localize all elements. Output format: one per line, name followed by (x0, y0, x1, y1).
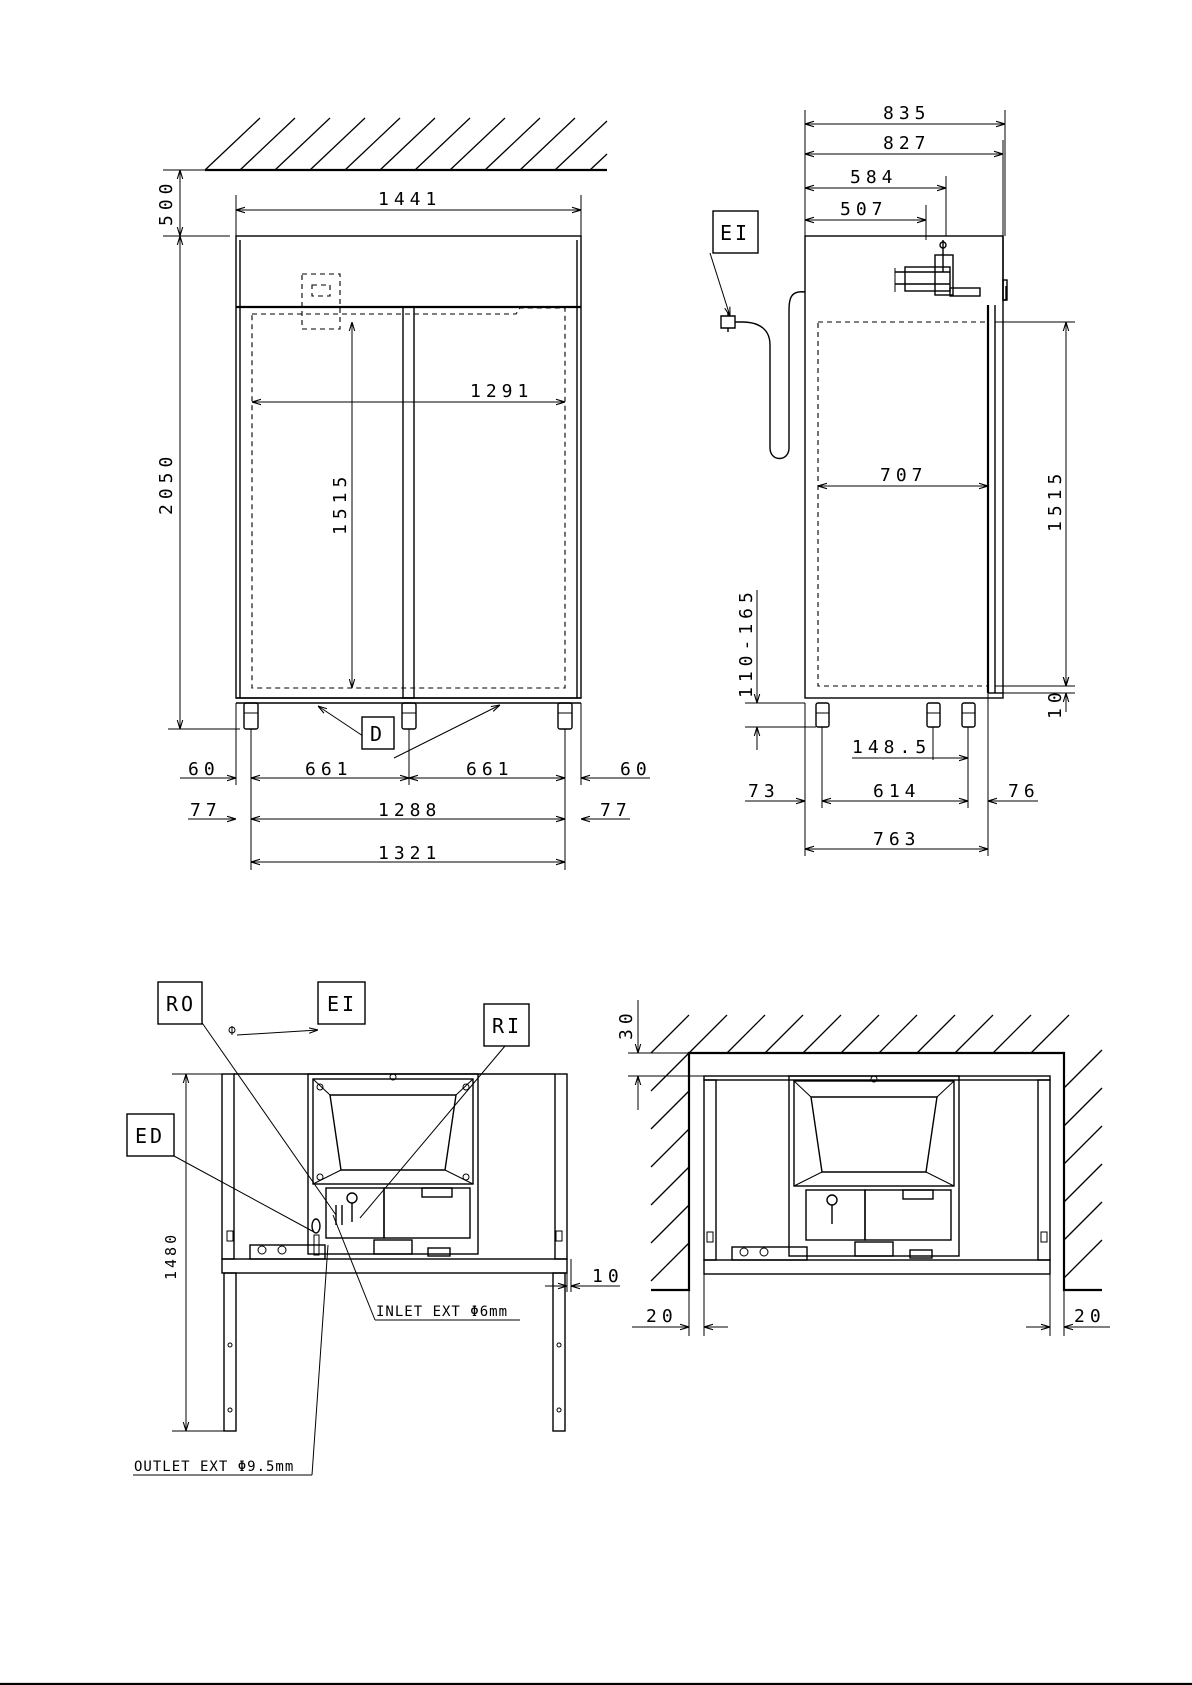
dim-foot-offset-rear: 76 (1008, 781, 1040, 802)
dim-foot-offset-right: 77 (600, 800, 632, 821)
dim-clearance-left: 20 (646, 1306, 678, 1327)
dim-base-width: 1321 (378, 843, 441, 864)
dim-leg-adjust: 110-165 (736, 587, 757, 698)
dim-leg-offset-left: 60 (188, 759, 220, 780)
dim-leg-distance: 148.5 (852, 737, 931, 758)
dim-interior-height-side: 1515 (1045, 469, 1066, 532)
dim-bottom-gap: 10 (1045, 687, 1066, 719)
cabinet-front (236, 236, 581, 729)
dim-foot-span-side: 614 (873, 781, 921, 802)
front-view: 500 1441 2050 1515 1291 D (156, 118, 652, 870)
dim-depth-835: 835 (883, 103, 931, 124)
power-cord (710, 253, 805, 459)
label-refrigerant-inlet: RI (492, 1014, 522, 1038)
note-inlet: INLET EXT Φ6mm (376, 1304, 508, 1320)
dim-foot-span: 1288 (378, 800, 441, 821)
dim-clearance-right: 20 (1074, 1306, 1106, 1327)
wall-hatch (651, 1015, 1102, 1290)
valve-assembly (895, 240, 980, 296)
note-outlet: OUTLET EXT Φ9.5mm (134, 1459, 294, 1475)
dim-clearance-top-right: 30 (616, 1008, 637, 1040)
dim-leg-spacing-right: 661 (466, 759, 514, 780)
top-view-right: 30 20 20 (616, 1000, 1110, 1336)
label-refrigerant-outlet: RO (166, 992, 196, 1016)
label-drain-d: D (370, 722, 385, 746)
dim-leg-spacing-left: 661 (305, 759, 353, 780)
dim-clearance-top: 500 (156, 178, 177, 226)
unit-body-left (222, 1074, 567, 1431)
dim-base-depth: 763 (873, 829, 921, 850)
dim-interior-height: 1515 (330, 472, 351, 535)
ceiling-hatch (205, 118, 607, 170)
dim-depth-827: 827 (883, 133, 931, 154)
top-left-leaders (133, 1017, 520, 1475)
label-drain-ed: ED (135, 1124, 165, 1148)
side-dimensions: 835 827 584 507 707 1515 10 (736, 103, 1075, 856)
dim-leg-offset-right: 60 (620, 759, 652, 780)
dim-height-1480: 1480 (162, 1232, 180, 1280)
dim-foot-offset-front: 73 (748, 781, 780, 802)
dim-foot-offset-left: 77 (190, 800, 222, 821)
dim-interior-depth: 707 (880, 465, 928, 486)
unit-body-right (704, 1076, 1050, 1274)
label-electrical-top: EI (327, 992, 357, 1016)
dim-depth-507: 507 (840, 199, 888, 220)
dim-interior-width: 1291 (470, 381, 533, 402)
side-view: EI 835 827 584 507 707 (710, 103, 1075, 856)
dim-gap-10: 10 (592, 1266, 624, 1287)
top-view-left: RO EI RI ED INLET EXT Φ6mm OUTLET EXT Φ9… (127, 982, 624, 1475)
dim-height-total: 2050 (156, 452, 177, 515)
label-electrical-side: EI (720, 221, 750, 245)
dim-width-outer: 1441 (378, 189, 441, 210)
dim-depth-584: 584 (850, 167, 898, 188)
